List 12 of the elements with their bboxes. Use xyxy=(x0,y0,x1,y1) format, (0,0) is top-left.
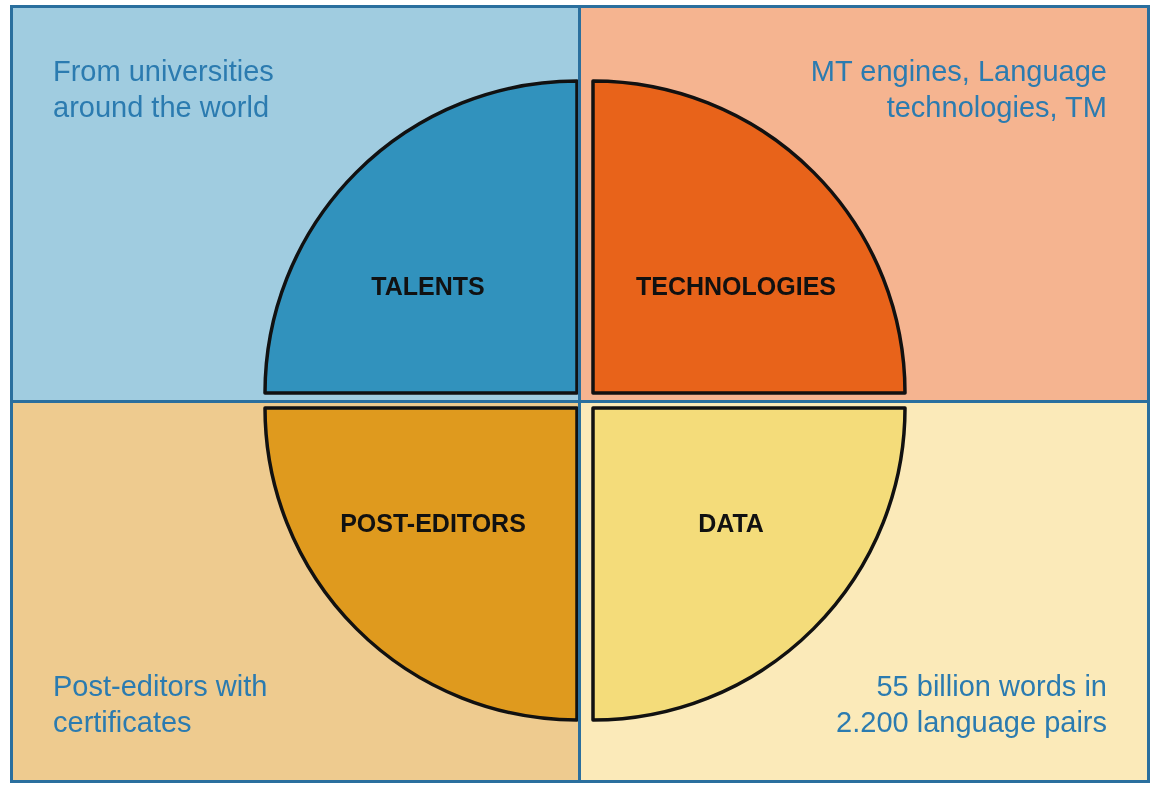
quadrant-panel xyxy=(578,400,1150,783)
description-text: MT engines, Language technologies, TM xyxy=(809,54,1107,125)
segment-label: POST-EDITORS xyxy=(340,508,526,538)
description-text: 55 billion words in 2.200 language pairs xyxy=(835,669,1107,740)
segment-label: TECHNOLOGIES xyxy=(636,271,836,301)
quadrant-panel xyxy=(10,5,581,403)
description-text: Post-editors with certificates xyxy=(53,669,269,740)
quadrant-panel xyxy=(10,400,581,783)
quadrant-panel xyxy=(578,5,1150,403)
description-text: From universities around the world xyxy=(53,54,275,125)
segment-label: TALENTS xyxy=(371,271,485,301)
segment-label: DATA xyxy=(698,508,764,538)
